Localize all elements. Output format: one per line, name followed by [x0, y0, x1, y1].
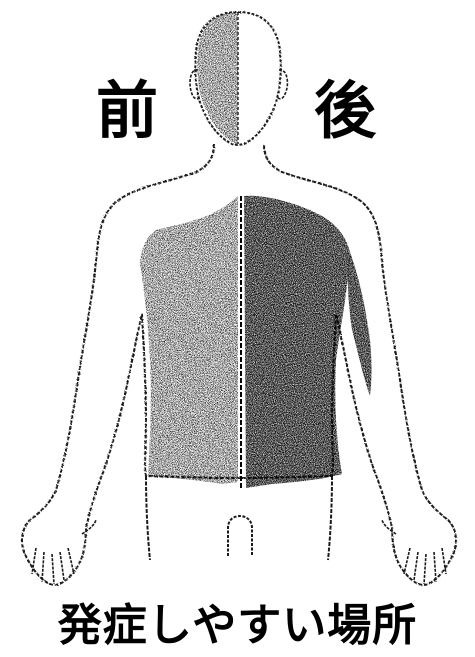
label-back: 後	[314, 80, 376, 142]
torso-front-shading	[140, 196, 238, 484]
hand-left-thumb	[82, 520, 96, 534]
crotch-outline	[228, 516, 252, 556]
body-diagram	[0, 0, 475, 600]
hand-right-thumb	[382, 520, 396, 534]
torso-back-shading	[244, 196, 350, 488]
head-front-shading	[197, 12, 238, 144]
leg-left-outline	[146, 476, 150, 560]
ear-right	[277, 70, 287, 99]
leg-right-outline	[328, 476, 332, 560]
caption: 発症しやすい場所	[0, 600, 475, 652]
label-front: 前	[96, 80, 158, 142]
body-outline	[22, 144, 456, 585]
back-arm-shading	[348, 252, 372, 396]
